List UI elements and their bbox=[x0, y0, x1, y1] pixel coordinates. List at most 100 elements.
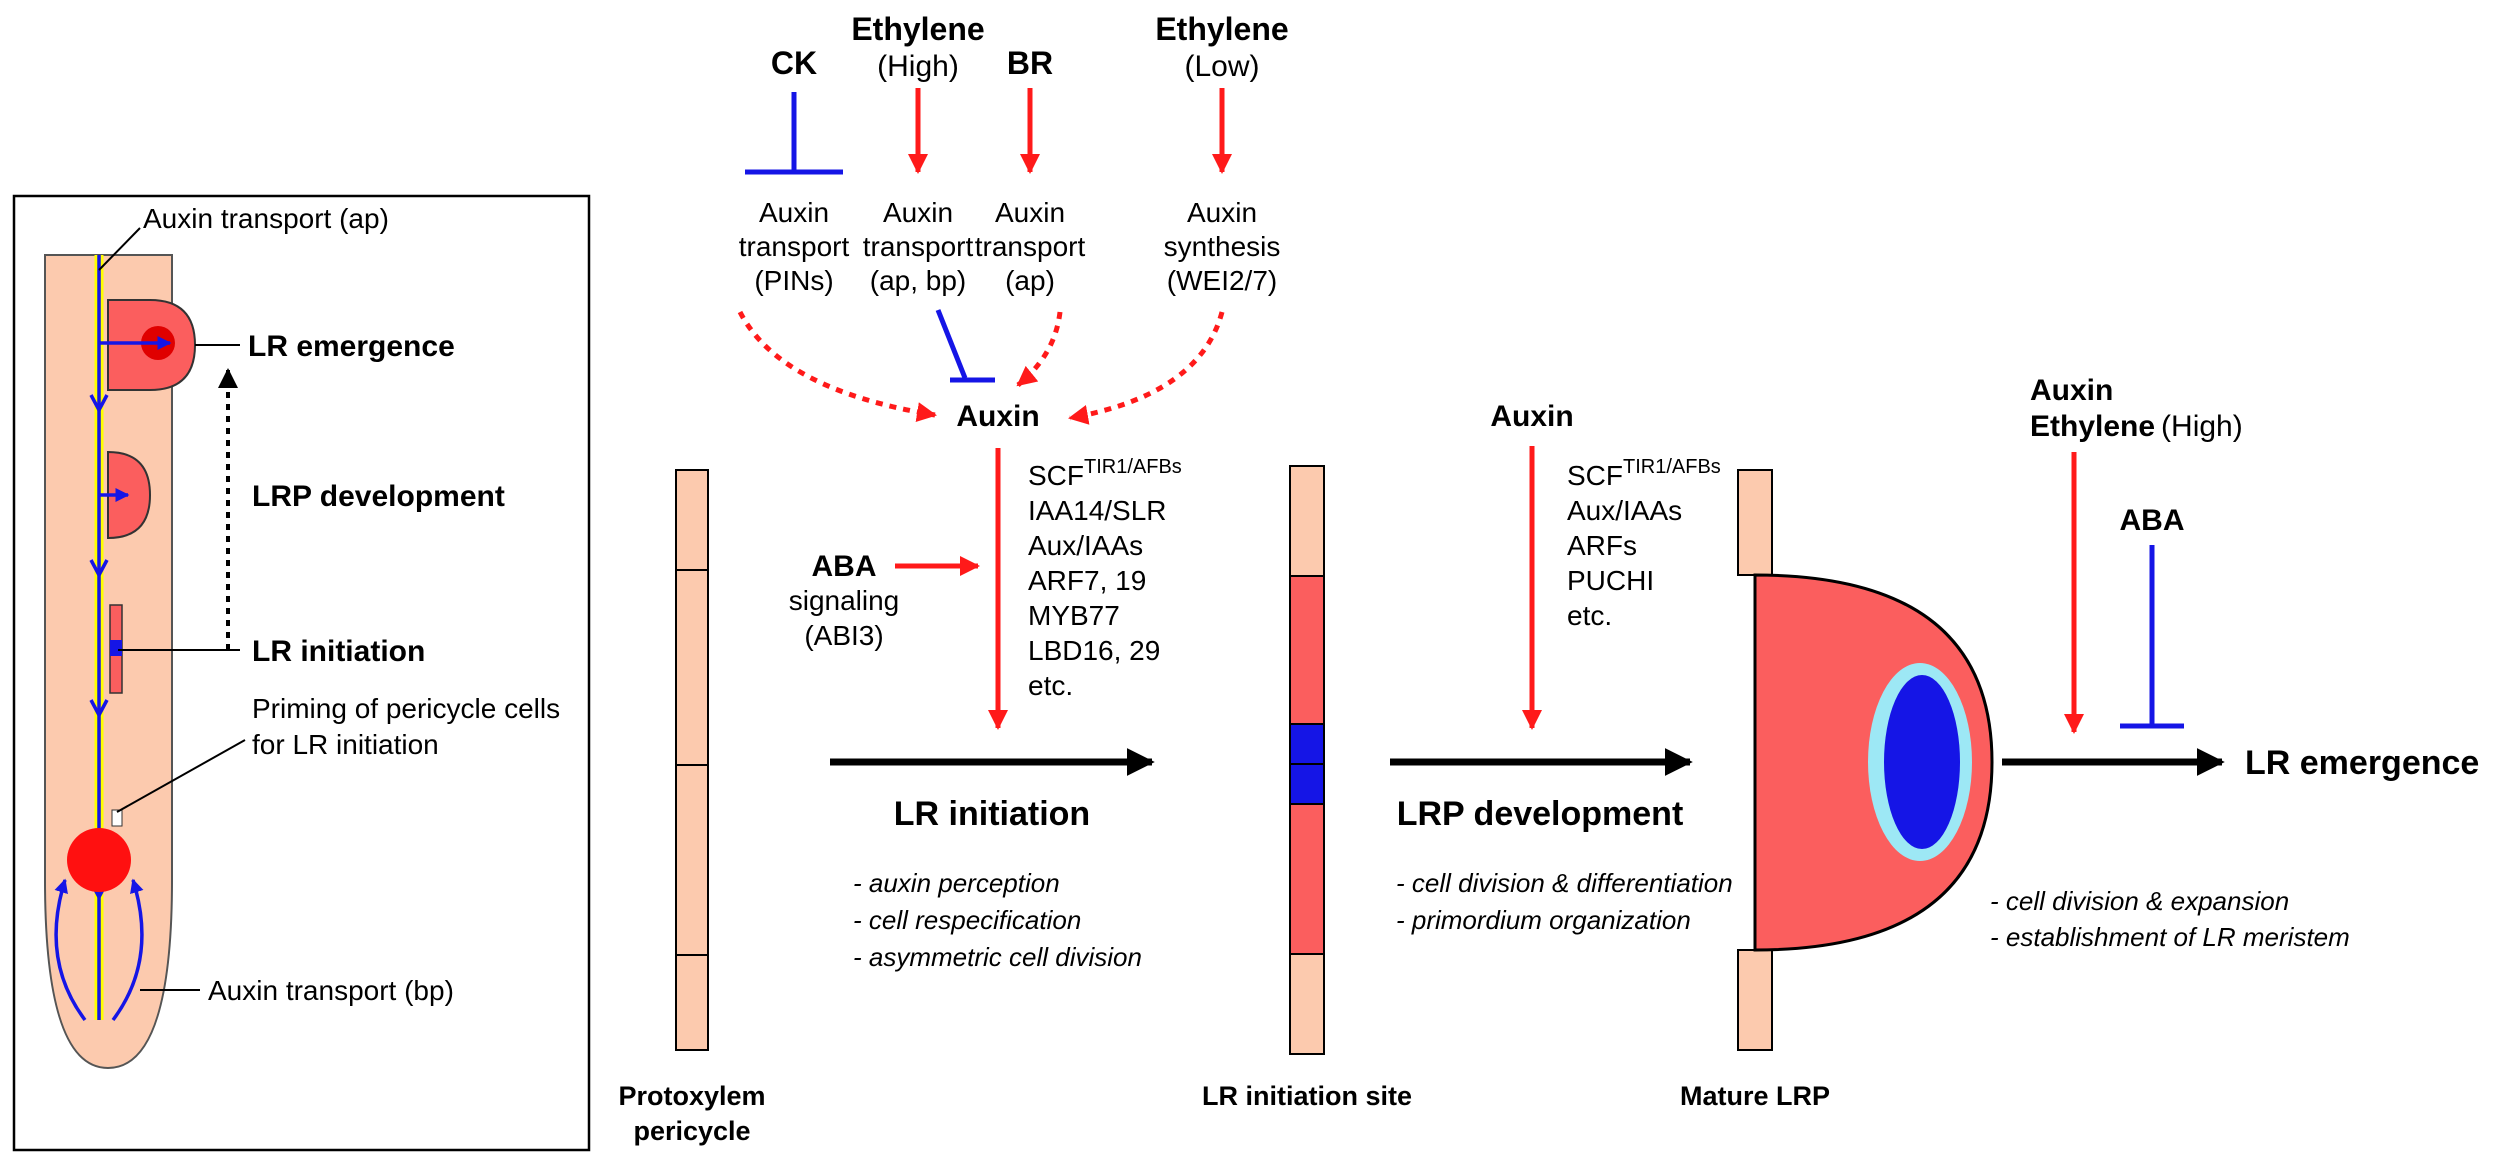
hormone-ethylene-low: Ethylene bbox=[1155, 11, 1288, 47]
development-stage-label: LRP development bbox=[1397, 795, 1684, 833]
inset-label-priming-2: for LR initiation bbox=[252, 729, 439, 760]
inset-label-lr-emergence: LR emergence bbox=[248, 330, 455, 363]
svg-text:Aux/IAAs: Aux/IAAs bbox=[1567, 495, 1682, 526]
hormone-regulation: CK Ethylene (High) BR Ethylene (Low) Aux… bbox=[737, 11, 1289, 433]
target-auxin-synthesis: Auxin synthesis (WEI2/7) bbox=[1164, 197, 1281, 296]
dividing-cell bbox=[1289, 763, 1325, 805]
pericycle-cell bbox=[675, 469, 709, 571]
target-auxin-transport-ap-bp: Auxin transport (ap, bp) bbox=[863, 197, 974, 296]
emergence-ethylene: Ethylene(High) bbox=[2030, 410, 2243, 443]
svg-text:PUCHI: PUCHI bbox=[1567, 565, 1654, 596]
activated-cell bbox=[1289, 803, 1325, 955]
svg-text:Auxin: Auxin bbox=[1187, 197, 1257, 228]
pericycle-cell bbox=[1737, 469, 1773, 576]
initiation-stage-label: LR initiation bbox=[894, 795, 1090, 833]
development-note-2: - primordium organization bbox=[1396, 905, 1691, 935]
hormone-ethylene-low-sub: (Low) bbox=[1184, 50, 1259, 83]
svg-text:(ap): (ap) bbox=[1005, 265, 1055, 296]
initiation-gene-list: SCFTIR1/AFBs IAA14/SLR Aux/IAAs ARF7, 19… bbox=[1028, 456, 1182, 701]
hormone-ethylene-high: Ethylene bbox=[851, 11, 984, 47]
development-auxin: Auxin bbox=[1490, 400, 1573, 433]
activated-cell bbox=[1289, 575, 1325, 725]
basipetal-flow-right bbox=[111, 878, 144, 1022]
inset-label-lrp-development: LRP development bbox=[252, 480, 505, 513]
pericycle-cell bbox=[675, 569, 709, 766]
initiation-site-column: LR initiation site bbox=[1202, 465, 1412, 1111]
development-stage: Auxin SCFTIR1/AFBs Aux/IAAs ARFs PUCHI e… bbox=[1390, 400, 1733, 935]
arrow-chevron bbox=[89, 699, 109, 719]
inset-label-priming-1: Priming of pericycle cells bbox=[252, 693, 560, 724]
leader-priming bbox=[116, 739, 246, 813]
inset-label-auxin-ap: Auxin transport (ap) bbox=[143, 203, 389, 234]
development-gene-list: SCFTIR1/AFBs Aux/IAAs ARFs PUCHI etc. bbox=[1567, 456, 1721, 631]
svg-text:Auxin: Auxin bbox=[883, 197, 953, 228]
svg-text:etc.: etc. bbox=[1567, 600, 1612, 631]
svg-text:Aux/IAAs: Aux/IAAs bbox=[1028, 530, 1143, 561]
emergence-auxin: Auxin bbox=[2030, 374, 2113, 407]
inset-label-lr-initiation: LR initiation bbox=[252, 635, 425, 668]
svg-text:transport: transport bbox=[863, 231, 974, 262]
root-tip-auxin-maximum bbox=[67, 828, 131, 892]
svg-text:transport: transport bbox=[739, 231, 850, 262]
target-auxin-transport-ap: Auxin transport (ap) bbox=[975, 197, 1086, 296]
svg-text:SCFTIR1/AFBs: SCFTIR1/AFBs bbox=[1028, 456, 1182, 491]
protoxylem-label-1: Protoxylem bbox=[618, 1081, 765, 1111]
emergence-stage: Auxin Ethylene(High) ABA LR emergence - … bbox=[1990, 374, 2479, 952]
pins-to-auxin-dotted bbox=[737, 310, 937, 423]
svg-text:LBD16, 29: LBD16, 29 bbox=[1028, 635, 1160, 666]
pericycle-cell bbox=[1737, 949, 1773, 1051]
mature-lrp: Mature LRP bbox=[1680, 469, 1994, 1111]
ethylene-high-inhibition-line bbox=[935, 309, 968, 379]
protoxylem-pericycle-column: Protoxylem pericycle bbox=[618, 469, 766, 1146]
emergence-aba: ABA bbox=[2120, 504, 2185, 537]
development-note-1: - cell division & differentiation bbox=[1396, 868, 1733, 898]
inset-label-auxin-bp: Auxin transport (bp) bbox=[208, 975, 454, 1006]
svg-text:(WEI2/7): (WEI2/7) bbox=[1167, 265, 1277, 296]
protoxylem-label-2: pericycle bbox=[633, 1116, 750, 1146]
pericycle-cell bbox=[675, 954, 709, 1051]
svg-text:MYB77: MYB77 bbox=[1028, 600, 1120, 631]
hormone-br: BR bbox=[1007, 45, 1053, 81]
auxin-hub: Auxin bbox=[956, 400, 1039, 433]
svg-text:SCFTIR1/AFBs: SCFTIR1/AFBs bbox=[1567, 456, 1721, 491]
svg-text:IAA14/SLR: IAA14/SLR bbox=[1028, 495, 1167, 526]
target-auxin-transport-pins: Auxin transport (PINs) bbox=[739, 197, 850, 296]
transport-ap-to-auxin-dotted bbox=[1016, 311, 1063, 387]
svg-text:ARF7, 19: ARF7, 19 bbox=[1028, 565, 1146, 596]
mature-lrp-label: Mature LRP bbox=[1680, 1081, 1830, 1111]
initiation-note-2: - cell respecification bbox=[853, 905, 1081, 935]
pericycle-cell bbox=[1289, 953, 1325, 1055]
svg-text:Auxin: Auxin bbox=[759, 197, 829, 228]
svg-text:Auxin: Auxin bbox=[995, 197, 1065, 228]
aba-signaling-line2: signaling bbox=[789, 585, 900, 616]
primed-pericycle-cell bbox=[111, 809, 123, 827]
hormone-ethylene-high-sub: (High) bbox=[877, 50, 959, 83]
pericycle-cell bbox=[1289, 465, 1325, 577]
hormone-ck: CK bbox=[771, 45, 817, 81]
emergence-stage-label: LR emergence bbox=[2245, 744, 2479, 782]
basipetal-flow-left bbox=[54, 878, 87, 1022]
initiation-note-1: - auxin perception bbox=[853, 868, 1060, 898]
root-inset: Auxin transport (ap) LR emergence LRP de… bbox=[12, 194, 591, 1152]
svg-text:transport: transport bbox=[975, 231, 1086, 262]
arrow-chevron bbox=[89, 559, 109, 579]
meristem-core bbox=[1884, 675, 1960, 849]
emergence-note-1: - cell division & expansion bbox=[1990, 886, 2289, 916]
emergence-note-2: - establishment of LR meristem bbox=[1990, 922, 2350, 952]
svg-text:synthesis: synthesis bbox=[1164, 231, 1281, 262]
initiation-stage: ABA signaling (ABI3) SCFTIR1/AFBs IAA14/… bbox=[789, 448, 1182, 972]
dividing-cell bbox=[1289, 723, 1325, 765]
synthesis-to-auxin-dotted bbox=[1068, 311, 1225, 425]
svg-text:ARFs: ARFs bbox=[1567, 530, 1637, 561]
svg-text:(ap, bp): (ap, bp) bbox=[870, 265, 967, 296]
aba-signaling-line3: (ABI3) bbox=[804, 620, 883, 651]
aba-signaling-title: ABA bbox=[812, 550, 877, 583]
svg-text:(PINs): (PINs) bbox=[754, 265, 833, 296]
leader-auxin-ap bbox=[98, 227, 141, 271]
svg-text:etc.: etc. bbox=[1028, 670, 1073, 701]
arrow-chevron bbox=[89, 394, 109, 414]
pericycle-cell bbox=[675, 764, 709, 956]
initiation-site-label: LR initiation site bbox=[1202, 1081, 1412, 1111]
initiation-dividing-cell bbox=[110, 640, 122, 656]
